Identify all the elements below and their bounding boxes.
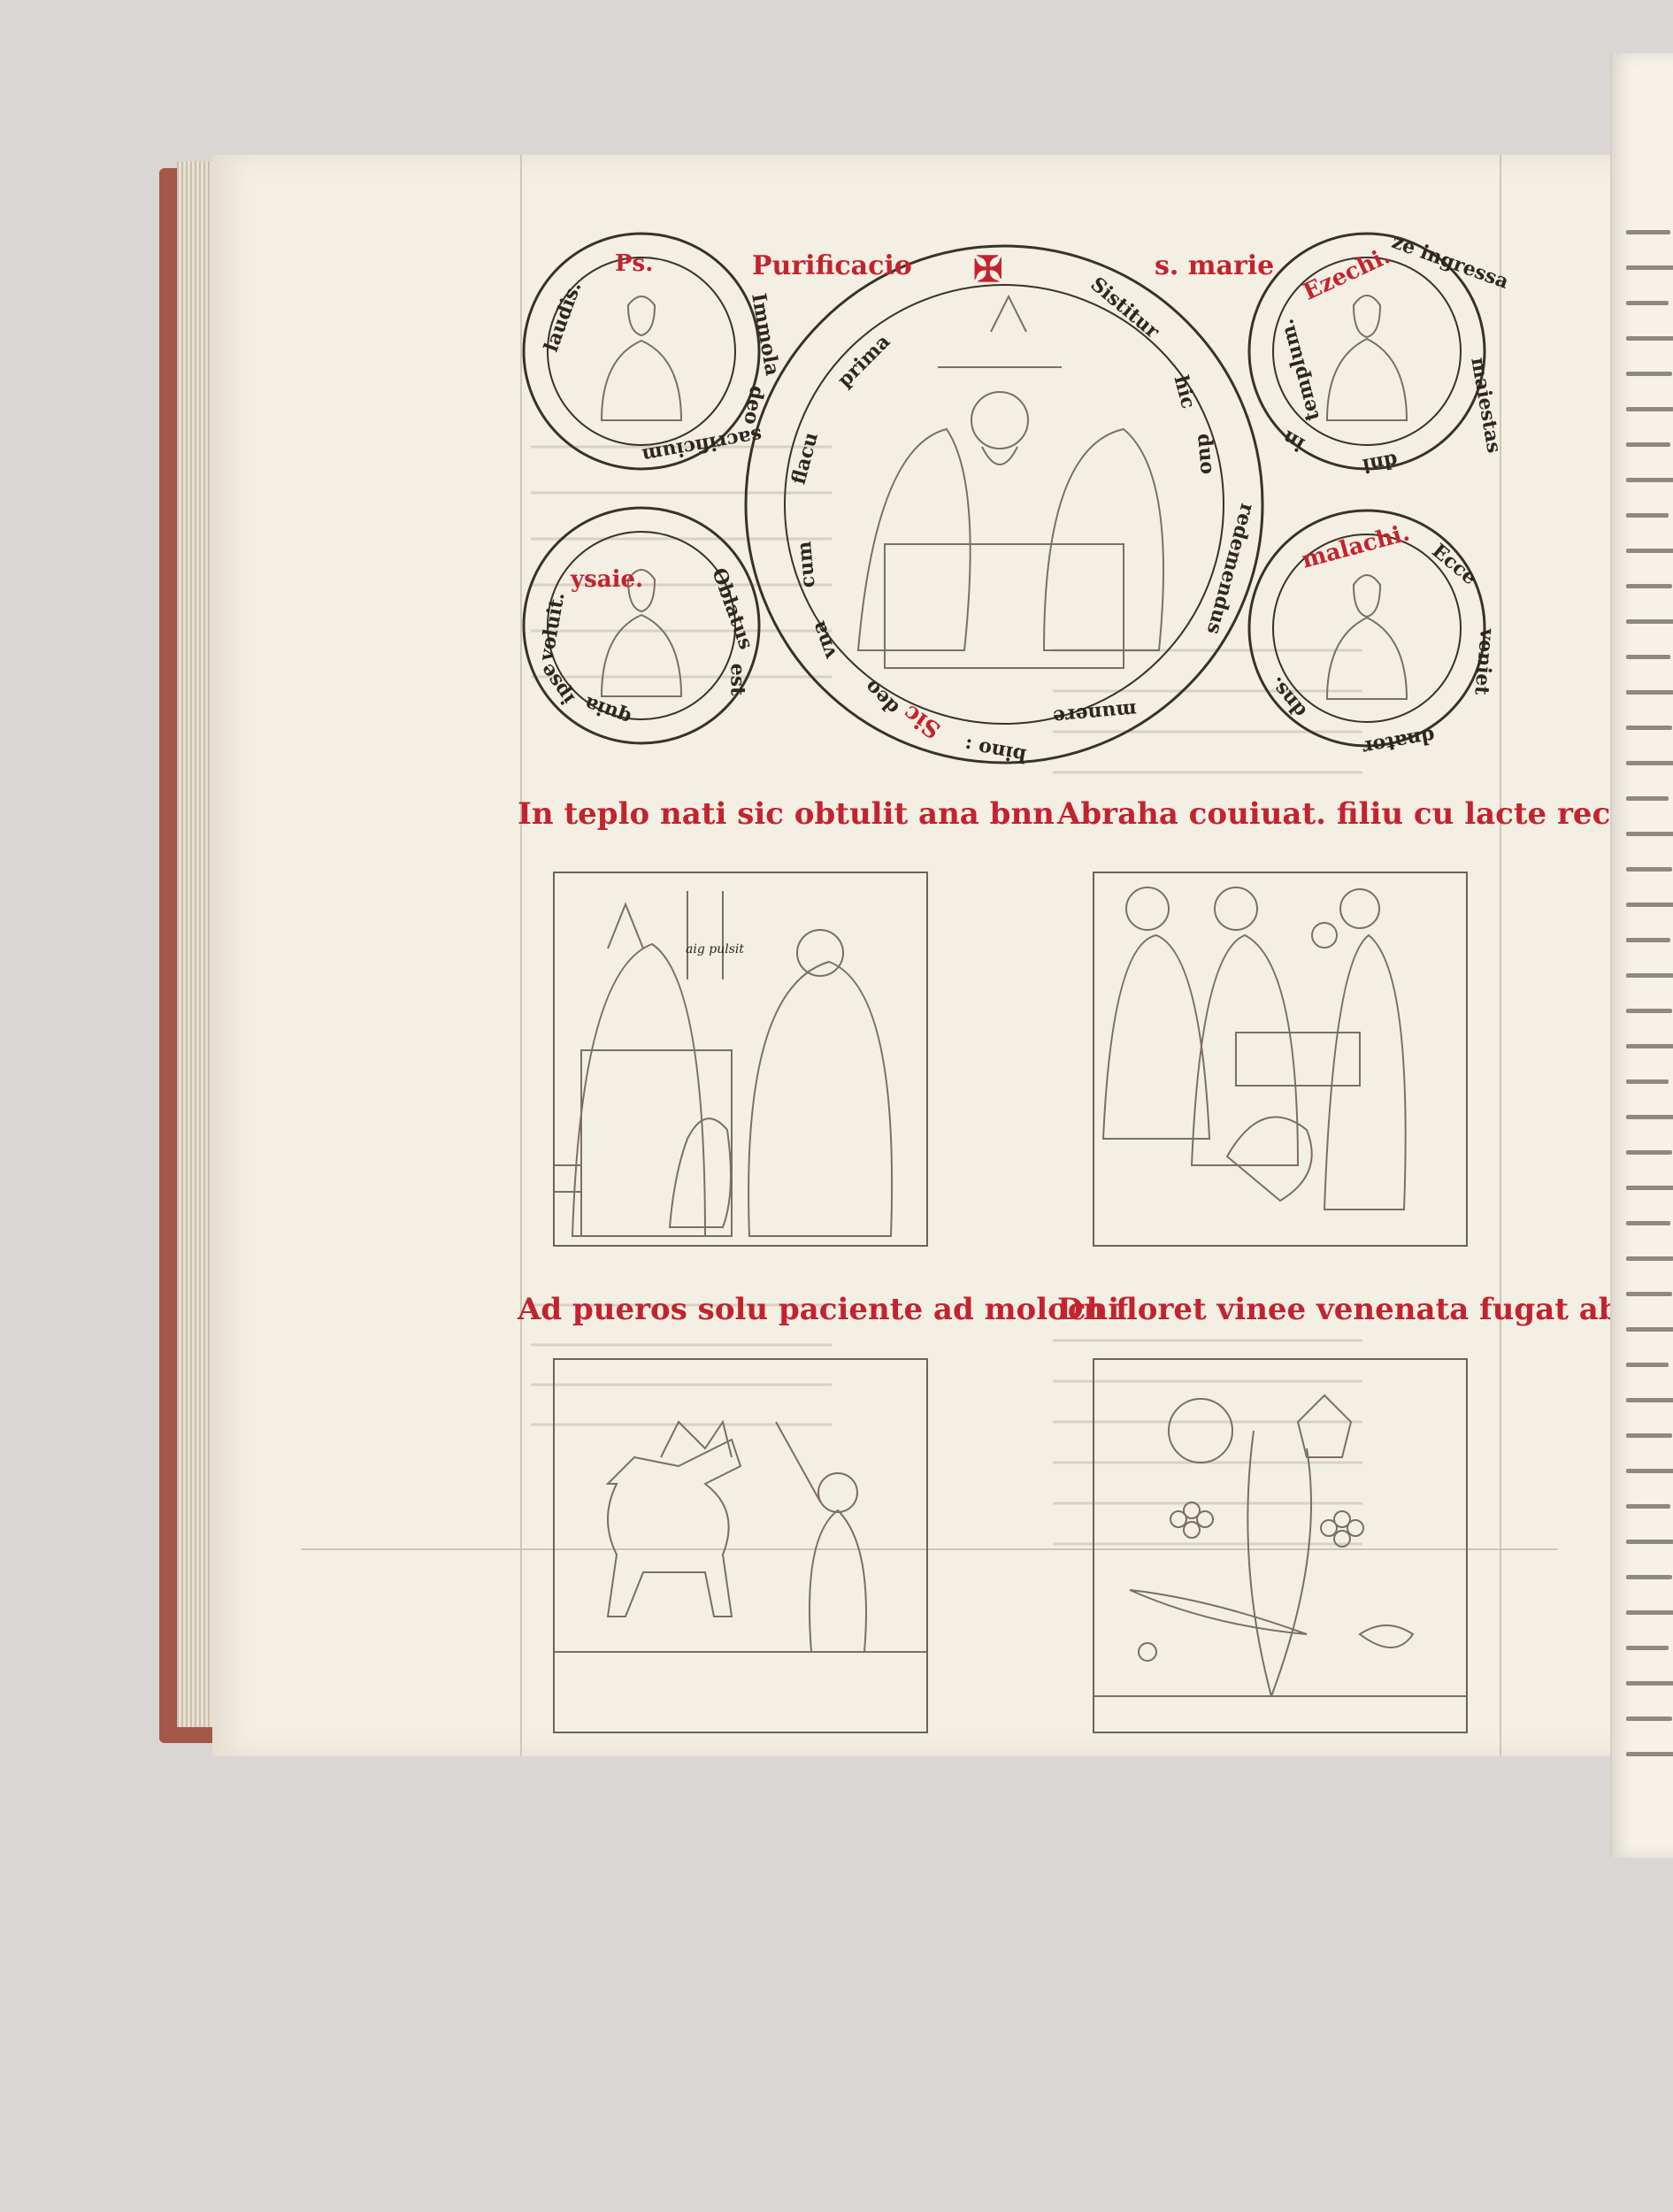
roundel-top-cross: ✠ <box>973 249 1003 290</box>
annotation-note: aig pulsit <box>686 942 744 956</box>
panel-vine <box>1093 1358 1468 1733</box>
manuscript-page: Ps. Immola deo sacrificium laudis. Purif… <box>212 155 1673 1756</box>
panel-moloch <box>553 1358 928 1733</box>
moloch-drawing <box>555 1419 926 1653</box>
panel-abraham-feast <box>1093 872 1468 1247</box>
roundel-tl-name: Ps. <box>615 250 654 277</box>
ruling-vertical-left <box>520 155 522 1756</box>
ruling-horizontal-bottom <box>301 1548 1557 1550</box>
roundel-top-head: Purificacio <box>752 250 912 281</box>
vine-drawing <box>1094 1394 1466 1697</box>
facing-page <box>1610 53 1673 1858</box>
roundel-bl-word-2: est <box>725 663 749 696</box>
roundel-bl-name: ysaie. <box>571 566 644 593</box>
caption-lower-right: Dn floret vinee venenata fugat abi te <box>1057 1292 1673 1327</box>
panel-presentation <box>553 872 928 1247</box>
caption-middle-right: Abraha couiuat. filiu cu lacte recedat <box>1057 796 1673 832</box>
caption-middle-left: In teplo nati sic obtulit ana bnn <box>518 796 1055 832</box>
roundel-drawings <box>522 232 1486 764</box>
center-word-3: duo <box>1193 432 1219 476</box>
presentation-drawing <box>555 891 894 1237</box>
feast-drawing <box>1101 887 1407 1210</box>
ruling-vertical-right <box>1500 155 1501 1756</box>
roundel-top-tail: s. marie <box>1155 250 1275 281</box>
center-word-10: cum <box>793 540 820 589</box>
caption-lower-left: Ad pueros solu paciente ad molochi <box>518 1292 1120 1327</box>
